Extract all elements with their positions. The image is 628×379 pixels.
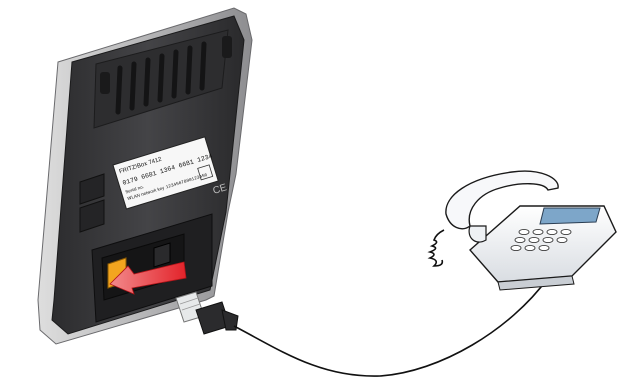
coiled-cord <box>430 230 444 266</box>
mount-hole-right <box>222 36 232 58</box>
telephone <box>430 171 616 290</box>
router-device: FRITZ!Box 7412 0179 6681 1364 6681 1234 … <box>38 8 252 344</box>
mount-hole-left <box>100 72 110 94</box>
phone-display <box>540 208 600 224</box>
phone-cable <box>234 278 548 376</box>
